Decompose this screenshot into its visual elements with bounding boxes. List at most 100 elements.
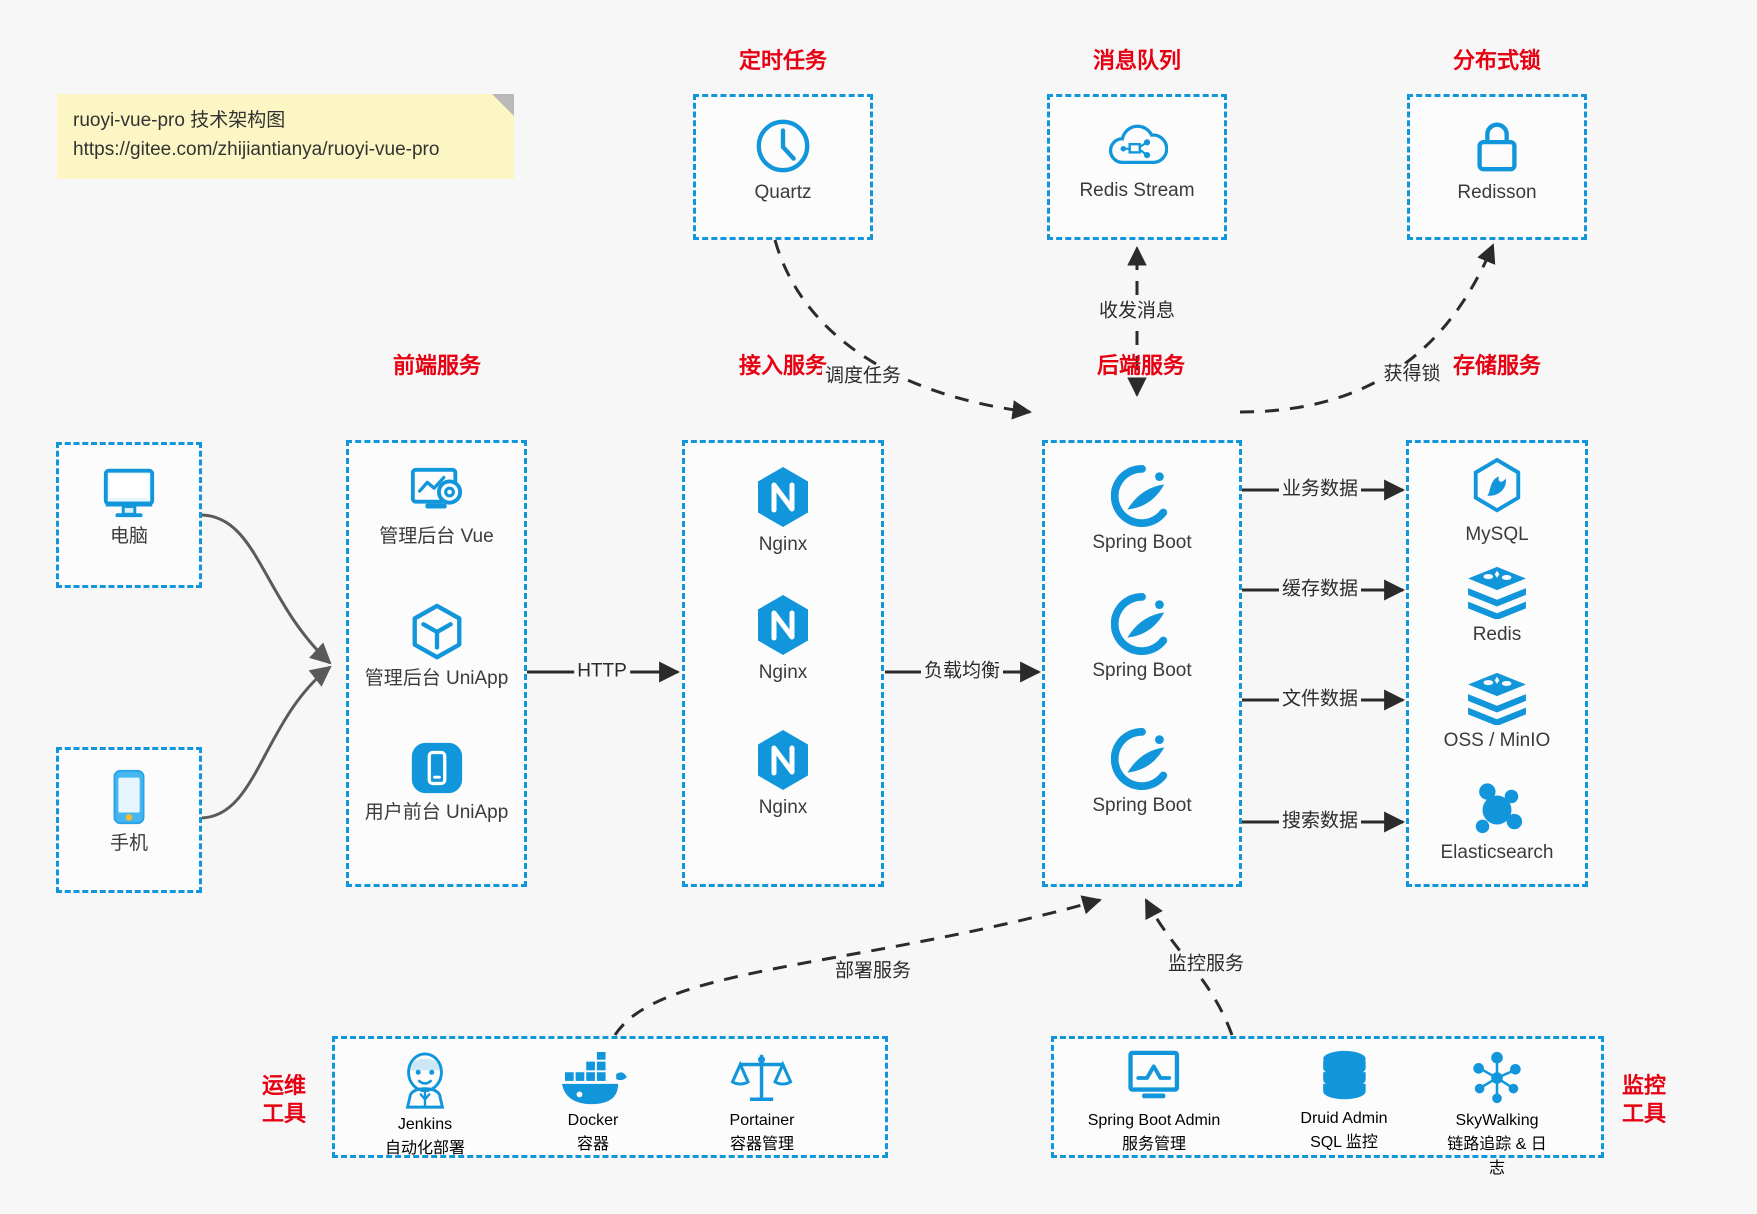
node-spring-boot-2[interactable]: Spring Boot bbox=[1045, 592, 1239, 683]
node-label: Portainer bbox=[729, 1112, 795, 1129]
node-portainer[interactable]: Portainer 容器管理 bbox=[729, 1049, 795, 1154]
node-sublabel: 链路追踪 & 日志 bbox=[1447, 1136, 1547, 1177]
group-distributed-lock: Redisson bbox=[1407, 94, 1587, 240]
portainer-scales-icon bbox=[731, 1054, 793, 1111]
caption-message-queue: 消息队列 bbox=[1092, 48, 1182, 73]
dashboard-gear-icon bbox=[349, 465, 524, 521]
group-devops: Jenkins 自动化部署 Docker 容器 bbox=[332, 1036, 888, 1158]
node-label: Spring Boot Admin bbox=[1087, 1112, 1221, 1129]
node-label: Nginx bbox=[758, 534, 808, 555]
note-line-url: https://gitee.com/zhijiantianya/ruoyi-vu… bbox=[73, 139, 440, 161]
node-druid-admin[interactable]: Druid Admin SQL 监控 bbox=[1300, 1049, 1388, 1152]
group-backend: Spring Boot Spring Boot Spring Boot bbox=[1042, 440, 1242, 887]
spring-boot-icon bbox=[1045, 727, 1239, 790]
node-label: Redis Stream bbox=[1079, 180, 1195, 201]
node-nginx-2[interactable]: Nginx bbox=[685, 593, 881, 685]
nginx-icon bbox=[685, 593, 881, 657]
node-label: Nginx bbox=[758, 797, 808, 818]
spring-boot-icon bbox=[1045, 464, 1239, 527]
nginx-icon bbox=[685, 728, 881, 792]
node-docker[interactable]: Docker 容器 bbox=[558, 1051, 628, 1154]
caption-backend: 后端服务 bbox=[1096, 353, 1186, 378]
edge-label-search-data: 搜索数据 bbox=[1278, 810, 1362, 834]
caption-devops-line2: 工具 bbox=[262, 1100, 307, 1126]
group-storage: MySQL Redis bbox=[1406, 440, 1588, 887]
node-label: Nginx bbox=[758, 662, 808, 683]
node-sublabel: 自动化部署 bbox=[384, 1140, 466, 1157]
diagram-note: ruoyi-vue-pro 技术架构图 https://gitee.com/zh… bbox=[57, 94, 514, 179]
desktop-computer-icon bbox=[59, 463, 199, 521]
caption-frontend: 前端服务 bbox=[392, 353, 482, 378]
docker-icon bbox=[558, 1051, 628, 1111]
node-redisson[interactable]: Redisson bbox=[1410, 115, 1584, 205]
node-label: Druid Admin bbox=[1300, 1110, 1388, 1127]
edge-label-send-receive-message: 收发消息 bbox=[1095, 300, 1179, 324]
caption-distributed-lock: 分布式锁 bbox=[1452, 48, 1542, 73]
caption-storage: 存储服务 bbox=[1452, 353, 1542, 378]
node-label: Redis bbox=[1472, 624, 1522, 645]
group-gateway: Nginx Nginx Nginx bbox=[682, 440, 884, 887]
node-desktop[interactable]: 电脑 bbox=[59, 463, 199, 549]
redis-icon bbox=[1409, 565, 1585, 620]
node-label: Jenkins bbox=[397, 1116, 453, 1133]
node-label: Elasticsearch bbox=[1440, 842, 1554, 863]
node-label: Spring Boot bbox=[1092, 532, 1192, 553]
caption-monitoring-line1: 监控 bbox=[1622, 1073, 1667, 1098]
node-redis-stream[interactable]: Redis Stream bbox=[1050, 117, 1224, 203]
caption-monitoring-line2: 工具 bbox=[1622, 1100, 1667, 1126]
cloud-stream-icon bbox=[1050, 117, 1224, 175]
node-sublabel: 容器 bbox=[576, 1136, 609, 1153]
node-mobile[interactable]: 手机 bbox=[59, 768, 199, 856]
note-line-title: ruoyi-vue-pro 技术架构图 bbox=[73, 110, 286, 131]
node-nginx-3[interactable]: Nginx bbox=[685, 728, 881, 820]
group-client-desktop: 电脑 bbox=[56, 442, 202, 588]
node-admin-uniapp[interactable]: 管理后台 UniApp bbox=[349, 601, 524, 691]
node-label: Docker bbox=[567, 1112, 619, 1129]
node-mysql[interactable]: MySQL bbox=[1409, 457, 1585, 547]
skywalking-node-icon bbox=[1468, 1051, 1526, 1111]
node-skywalking[interactable]: SkyWalking 链路追踪 & 日志 bbox=[1445, 1049, 1549, 1178]
node-label: 手机 bbox=[109, 833, 148, 854]
edge-label-acquire-lock: 获得锁 bbox=[1380, 363, 1444, 387]
node-nginx-1[interactable]: Nginx bbox=[685, 465, 881, 557]
node-oss-minio[interactable]: OSS / MinIO bbox=[1409, 671, 1585, 753]
caption-monitoring: 监控 工具 bbox=[1622, 1072, 1666, 1127]
node-label: Quartz bbox=[754, 182, 812, 203]
edge-label-load-balance: 负载均衡 bbox=[920, 660, 1004, 684]
oss-minio-icon bbox=[1409, 671, 1585, 726]
clock-icon bbox=[696, 115, 870, 177]
node-elasticsearch[interactable]: Elasticsearch bbox=[1409, 781, 1585, 865]
edge-label-schedule-task: 调度任务 bbox=[821, 365, 905, 389]
lock-icon bbox=[1410, 115, 1584, 177]
group-client-mobile: 手机 bbox=[56, 747, 202, 893]
node-spring-boot-3[interactable]: Spring Boot bbox=[1045, 727, 1239, 818]
caption-gateway: 接入服务 bbox=[738, 353, 828, 378]
node-label: 管理后台 Vue bbox=[379, 526, 494, 547]
node-label: MySQL bbox=[1465, 524, 1529, 545]
edge-label-deploy-service: 部署服务 bbox=[831, 960, 915, 984]
database-stack-icon bbox=[1315, 1050, 1373, 1109]
node-label: Redisson bbox=[1457, 182, 1537, 203]
node-spring-boot-1[interactable]: Spring Boot bbox=[1045, 464, 1239, 555]
node-jenkins[interactable]: Jenkins 自动化部署 bbox=[385, 1051, 465, 1158]
node-label: SkyWalking bbox=[1455, 1112, 1539, 1129]
group-scheduler: Quartz bbox=[693, 94, 873, 240]
node-label: OSS / MinIO bbox=[1443, 730, 1551, 751]
node-label: Spring Boot bbox=[1092, 795, 1192, 816]
node-label: 用户前台 UniApp bbox=[364, 802, 509, 823]
node-sublabel: SQL 监控 bbox=[1310, 1134, 1378, 1151]
elasticsearch-icon bbox=[1409, 781, 1585, 837]
edge-label-file-data: 文件数据 bbox=[1278, 688, 1362, 712]
node-redis[interactable]: Redis bbox=[1409, 565, 1585, 647]
node-spring-boot-admin[interactable]: Spring Boot Admin 服务管理 bbox=[1087, 1049, 1221, 1154]
edge-label-http: HTTP bbox=[574, 660, 630, 684]
edge-label-cache-data: 缓存数据 bbox=[1278, 578, 1362, 602]
node-admin-vue[interactable]: 管理后台 Vue bbox=[349, 465, 524, 549]
group-message-queue: Redis Stream bbox=[1047, 94, 1227, 240]
spring-boot-icon bbox=[1045, 592, 1239, 655]
edge-label-monitor-service: 监控服务 bbox=[1164, 953, 1248, 977]
caption-devops: 运维 工具 bbox=[262, 1072, 306, 1127]
node-user-uniapp[interactable]: 用户前台 UniApp bbox=[349, 739, 524, 825]
node-quartz[interactable]: Quartz bbox=[696, 115, 870, 205]
